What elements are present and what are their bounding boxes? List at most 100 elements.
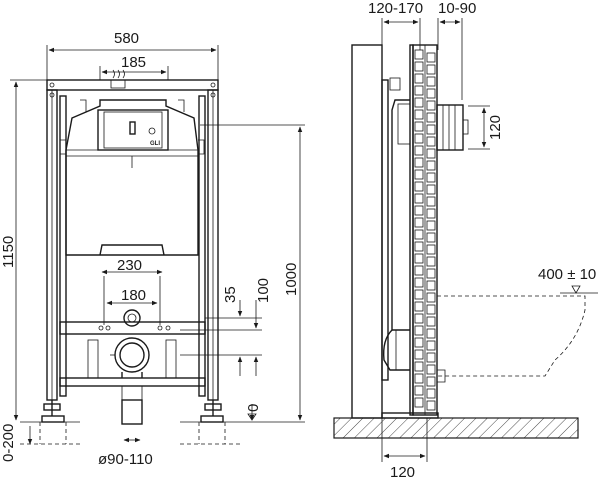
frame-segment [426, 148, 436, 159]
frame-segment [414, 253, 424, 264]
dim-depth: 120-170 [368, 0, 423, 50]
button-width-label: 230 [117, 257, 142, 274]
frame-segment [414, 397, 424, 408]
outlet-diameter-label: ø90-110 [98, 451, 153, 468]
toilet-bowl-outline: 400 ± 10 [436, 266, 598, 377]
offset-range-label: 10-90 [438, 0, 476, 17]
floor-level-label: 0 [245, 404, 262, 412]
wall [351, 44, 389, 419]
height-overall-label: 1150 [0, 236, 17, 268]
frame-segment [426, 352, 436, 363]
frame-segment [414, 325, 424, 336]
front-view: 580 185 [0, 30, 305, 468]
frame-segment [414, 241, 424, 252]
frame-segment [426, 292, 436, 303]
frame-segment [414, 121, 424, 132]
frame-segment [426, 232, 436, 243]
frame-segment [414, 97, 424, 108]
dim-180: 180 [103, 276, 161, 325]
depth-range-label: 120-170 [368, 0, 423, 17]
frame-segment [426, 88, 436, 99]
frame-segment [414, 313, 424, 324]
frame-segment [414, 61, 424, 72]
frame-segment [426, 124, 436, 135]
frame-segment [426, 172, 436, 183]
frame-segment [426, 244, 436, 255]
frame-segment [414, 157, 424, 168]
frame-segment [426, 184, 436, 195]
frame-segment [426, 220, 436, 231]
frame-outer [46, 69, 219, 401]
frame-segment [426, 280, 436, 291]
frame-segment [414, 301, 424, 312]
frame-segment [414, 217, 424, 228]
dim-185: 185 [99, 54, 169, 80]
frame-segment [426, 376, 436, 387]
cistern-brand: GLI [150, 141, 160, 147]
frame-segment [426, 112, 436, 123]
frame-segment [426, 304, 436, 315]
adjust-range-label: 0-200 [0, 424, 17, 462]
frame-segment [414, 145, 424, 156]
frame-lower [59, 309, 206, 425]
frame-segment [426, 328, 436, 339]
frame-segment [426, 76, 436, 87]
frame-segment [426, 52, 436, 63]
frame-segment [426, 340, 436, 351]
frame-segment [414, 181, 424, 192]
frame-legs [20, 400, 240, 445]
cistern: GLI [59, 99, 205, 256]
dim-580: 580 [46, 30, 219, 80]
frame-segment [426, 268, 436, 279]
frame-side [382, 44, 469, 416]
dim-100-label: 100 [255, 278, 272, 303]
base-width-label: 120 [390, 464, 415, 479]
frame-segment [414, 85, 424, 96]
bowl-height-label: 400 ± 10 [538, 266, 596, 283]
frame-segment [414, 169, 424, 180]
dim-1150: 1150 [0, 79, 47, 421]
dim-35-label: 35 [222, 286, 239, 303]
frame-segment [426, 100, 436, 111]
frame-segment [426, 364, 436, 375]
frame-segment [414, 385, 424, 396]
width-inner-label: 185 [121, 54, 146, 71]
frame-segment [414, 229, 424, 240]
frame-segment [414, 349, 424, 360]
frame-segment [414, 133, 424, 144]
frame-segment [426, 400, 436, 411]
dim-230: 230 [101, 257, 163, 275]
width-overall-label: 580 [114, 30, 139, 47]
side-view: 120-170 10-90 [333, 0, 598, 479]
dim-35-100: 35 100 [180, 278, 272, 376]
frame-segment [426, 256, 436, 267]
frame-segment [426, 64, 436, 75]
dim-offset: 10-90 [437, 0, 476, 100]
floor-slab [333, 412, 579, 439]
frame-segment [414, 49, 424, 60]
frame-segment [414, 277, 424, 288]
frame-segment [426, 208, 436, 219]
frame-segment [426, 196, 436, 207]
dim-inlet: 120 [468, 105, 504, 150]
height-mount-label: 1000 [283, 263, 300, 296]
button-spacing-label: 180 [121, 287, 146, 304]
frame-segment [414, 337, 424, 348]
frame-segment [414, 289, 424, 300]
frame-side-segments [414, 49, 436, 411]
frame-segment [414, 373, 424, 384]
frame-segment [414, 193, 424, 204]
frame-segment [426, 388, 436, 399]
frame-segment [414, 205, 424, 216]
dim-adjust: 0-200 [0, 424, 33, 462]
frame-segment [414, 73, 424, 84]
frame-segment [414, 109, 424, 120]
frame-segment [426, 136, 436, 147]
floor-marker: 0 [245, 404, 262, 421]
dim-1000: 100 0 [200, 124, 305, 423]
dim-outlet: ø90-110 [98, 437, 153, 468]
frame-segment [426, 160, 436, 171]
frame-segment [426, 316, 436, 327]
